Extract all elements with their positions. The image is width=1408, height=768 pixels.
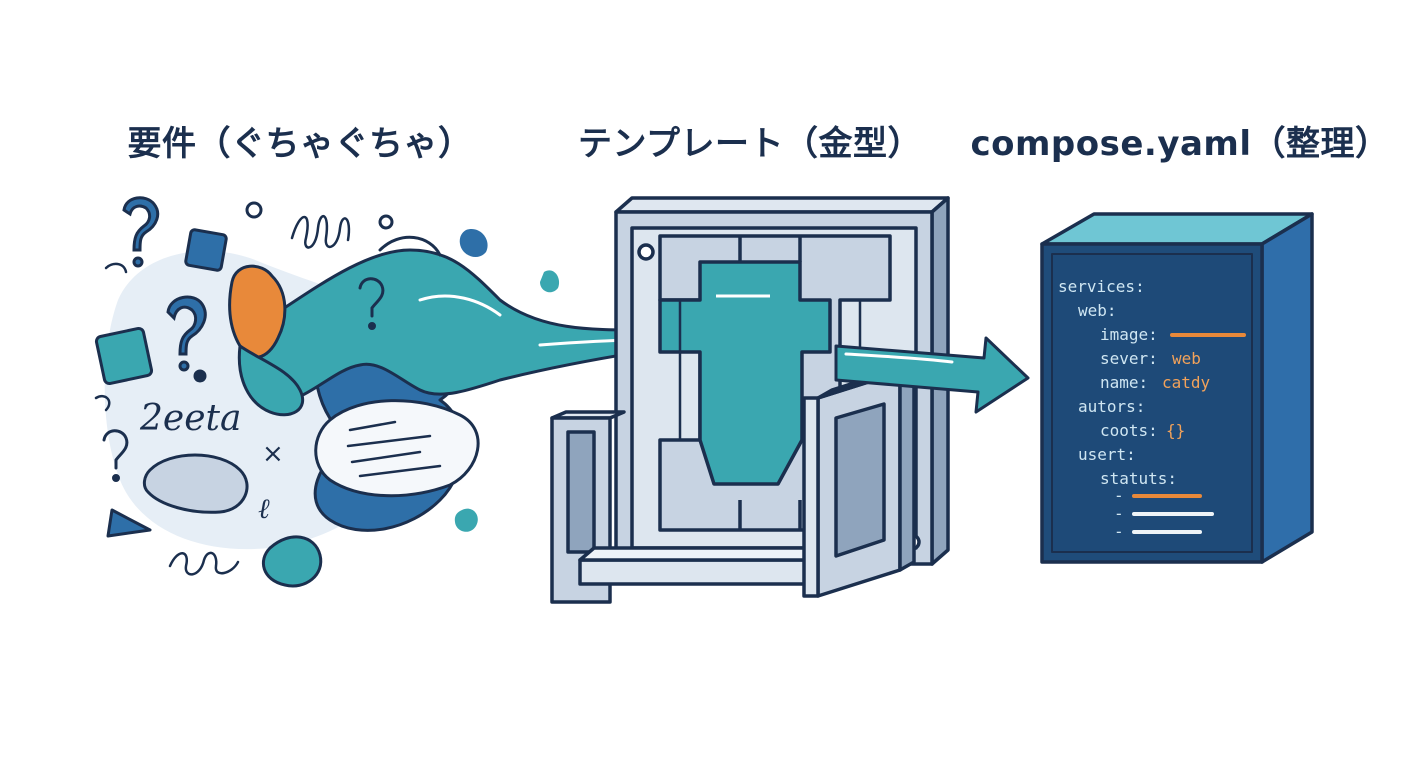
code-list-dash: - bbox=[1114, 486, 1124, 505]
question-mark-icon bbox=[122, 196, 160, 268]
heading-requirements: 要件（ぐちゃぐちゃ） bbox=[127, 123, 473, 164]
code-line-name-key: name: bbox=[1100, 373, 1148, 392]
code-line-web: web: bbox=[1078, 301, 1117, 320]
question-mark-icon bbox=[102, 429, 129, 482]
heading-template: テンプレート（金型） bbox=[578, 123, 922, 164]
scribble-curl: ℓ bbox=[258, 492, 270, 525]
question-mark-icon bbox=[166, 295, 207, 372]
code-line-coots-key: coots: bbox=[1100, 421, 1158, 440]
code-line-coots-value: {} bbox=[1166, 421, 1185, 440]
mold-frame-icon bbox=[550, 196, 950, 604]
code-line-statuts: statuts: bbox=[1100, 469, 1177, 488]
code-line-image-key: image: bbox=[1100, 325, 1158, 344]
code-list-dash: - bbox=[1114, 504, 1124, 523]
code-line-usert: usert: bbox=[1078, 445, 1136, 464]
code-line-sever-value: web bbox=[1172, 349, 1201, 368]
heading-compose: compose.yaml（整理） bbox=[970, 123, 1390, 164]
code-line-services: services: bbox=[1058, 277, 1145, 296]
messy-requirements-cluster bbox=[94, 201, 642, 588]
code-block: services: web: image: sever: web name: c… bbox=[1058, 277, 1246, 541]
arrow-right-icon bbox=[834, 336, 1030, 414]
file-box-icon bbox=[1040, 212, 1314, 564]
scribble-word: 2eeta bbox=[139, 398, 241, 439]
code-line-autors: autors: bbox=[1078, 397, 1145, 416]
code-line-sever-key: sever: bbox=[1100, 349, 1158, 368]
question-mark-icon bbox=[358, 277, 385, 330]
code-list-dash: - bbox=[1114, 522, 1124, 541]
code-line-name-value: catdy bbox=[1162, 373, 1211, 392]
scribble-cross: × bbox=[262, 439, 284, 469]
